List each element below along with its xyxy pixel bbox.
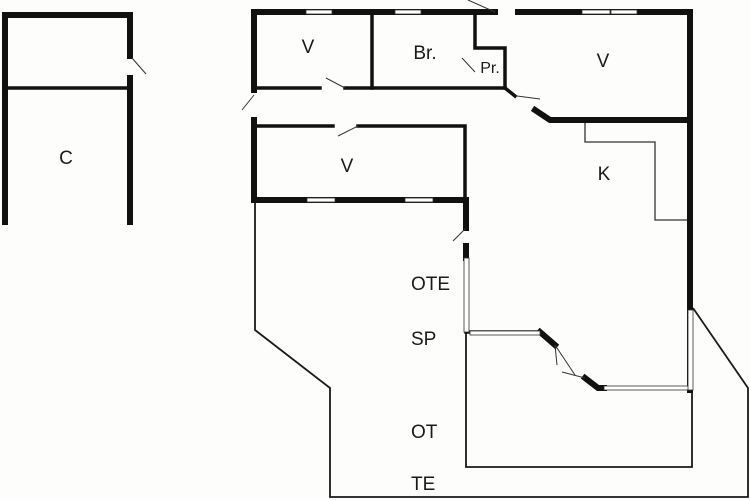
room-label-terrace: TE [411, 474, 435, 495]
door-swings [241, 0, 586, 379]
room-label-garage: C [59, 148, 73, 169]
room-label-living: OTE [411, 274, 450, 295]
room-label-patio: OT [411, 422, 438, 443]
room-label-bedroom-middle: V [341, 156, 354, 177]
garage-door-swing [131, 57, 147, 75]
room-label-bedroom-top-left: V [302, 37, 315, 58]
room-label-dining: SP [411, 329, 436, 350]
windows [305, 9, 694, 391]
room-label-bathroom: Br. [413, 43, 436, 64]
room-label-pantry: Pr. [480, 60, 500, 77]
terrace-outline [254, 200, 749, 498]
room-label-kitchen: K [598, 164, 611, 185]
room-label-bedroom-top-right: V [597, 51, 610, 72]
house-walls [251, 9, 693, 393]
patio-outline [465, 332, 693, 468]
garage [2, 12, 147, 225]
kitchen-counter [584, 120, 690, 221]
